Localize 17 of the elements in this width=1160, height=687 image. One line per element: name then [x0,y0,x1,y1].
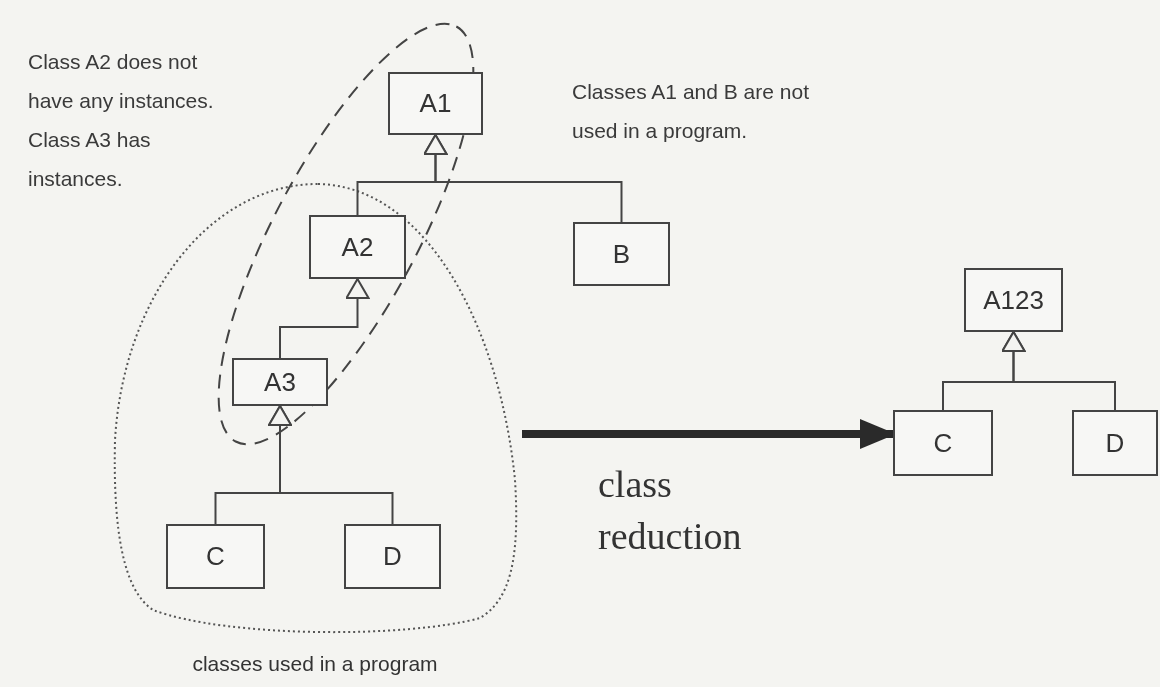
class-box: D [344,524,441,589]
inheritance-connector [423,134,623,223]
inheritance-connector [268,405,394,525]
class-box: A1 [388,72,483,135]
region-caption: classes used in a program [191,652,439,676]
class-box: B [573,222,670,286]
edge-label: class reduction [598,462,743,559]
inheritance-connector [1001,331,1116,411]
class-box: A123 [964,268,1063,332]
inheritance-connector [279,278,370,359]
annotation-text: Classes A1 and B are not used in a program. [572,79,810,144]
class-box: A3 [232,358,328,406]
class-box: A2 [309,215,406,279]
class-box: C [166,524,265,589]
annotation-text: Class A2 does not have any instances. Class A3 has instances. [28,49,215,192]
class-box: D [1072,410,1158,476]
class-box: C [893,410,993,476]
